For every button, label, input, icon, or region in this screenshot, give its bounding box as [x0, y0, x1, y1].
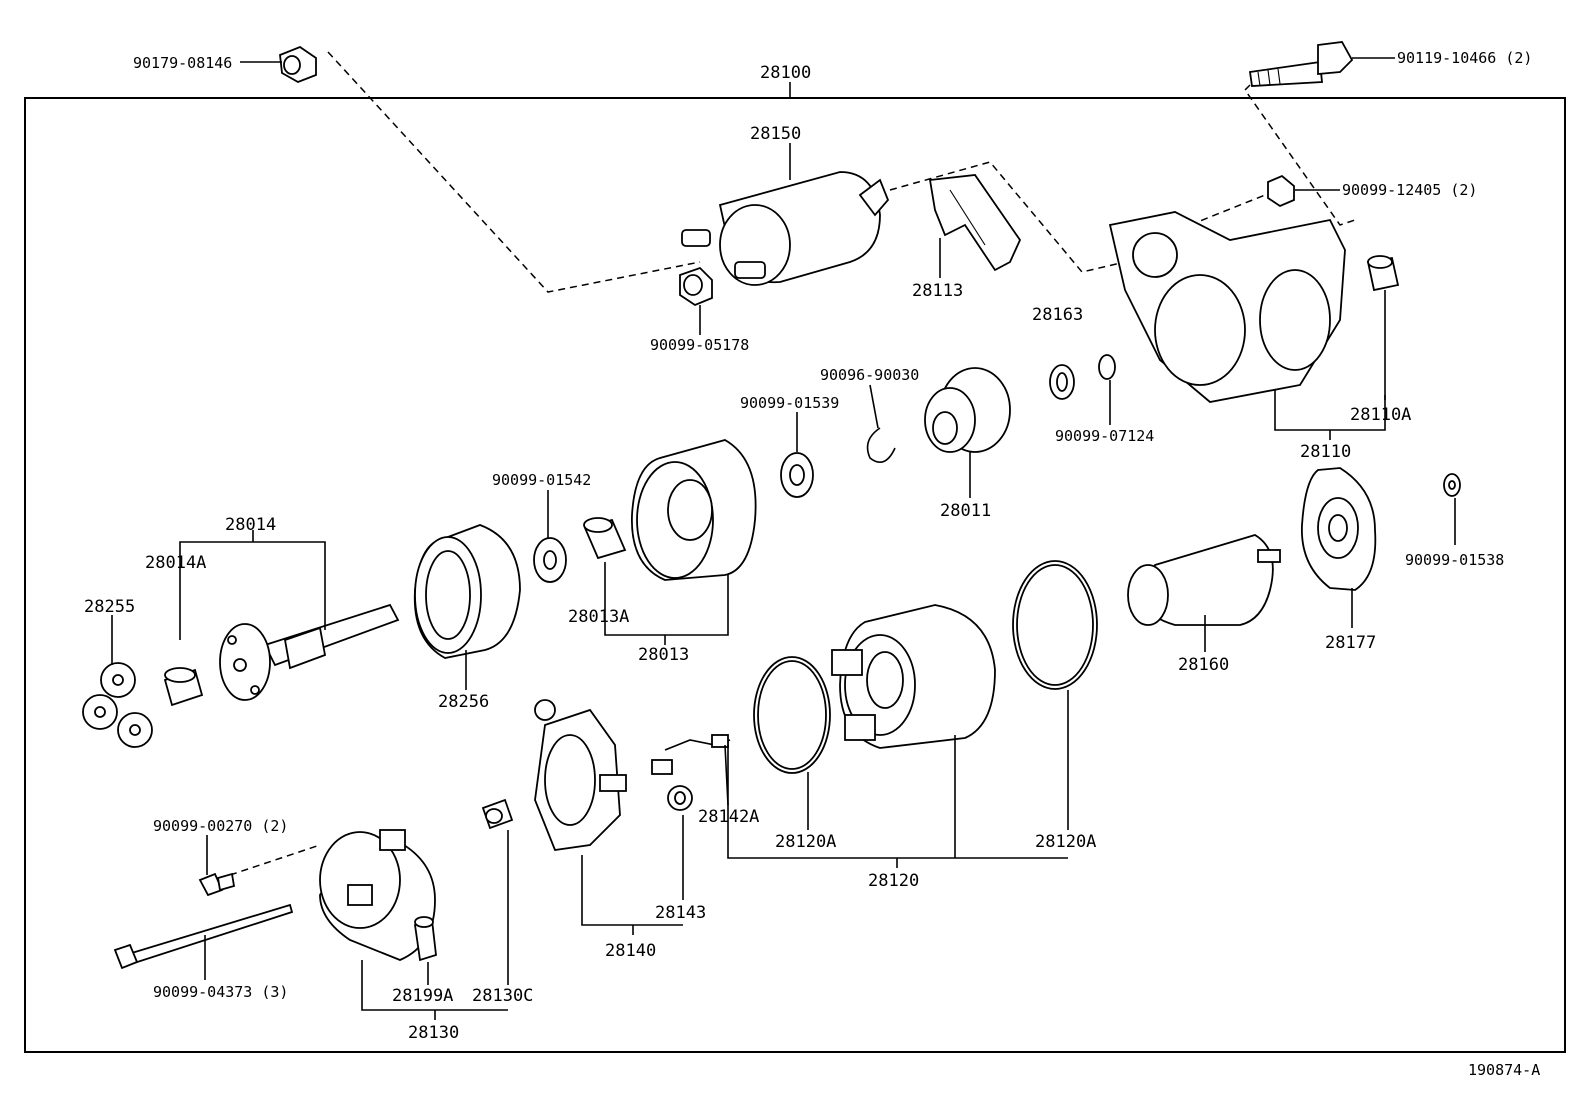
brush-lead-28142A [651, 734, 731, 775]
bushing-28110A [1366, 255, 1400, 292]
label-90099-04373: 90099-04373 (3) [153, 983, 288, 1001]
label-28110A: 28110A [1350, 405, 1411, 425]
clip-90096-90030 [866, 427, 896, 464]
label-28256: 28256 [438, 692, 489, 712]
end-frame-28130 [319, 829, 436, 961]
label-28160: 28160 [1178, 655, 1229, 675]
label-28120A-right: 28120A [1035, 832, 1096, 852]
label-90179-08146: 90179-08146 [133, 54, 232, 72]
nut-90099-05178 [679, 266, 713, 307]
label-28100: 28100 [760, 63, 811, 83]
label-28150: 28150 [750, 124, 801, 144]
label-90099-01539: 90099-01539 [740, 394, 839, 412]
label-28113: 28113 [912, 281, 963, 301]
assembly-frame [24, 97, 1566, 1053]
nut-90099-12405 [1267, 174, 1295, 208]
label-90096-90030: 90096-90030 [820, 366, 919, 384]
label-28120: 28120 [868, 871, 919, 891]
bushing-28013A [583, 517, 627, 560]
o-ring-28120A-left [753, 656, 831, 774]
washer-90099-01538 [1443, 473, 1461, 497]
label-28143: 28143 [655, 903, 706, 923]
armature-28160 [1127, 534, 1281, 626]
dashed-line-nut [1189, 194, 1266, 226]
label-90099-00270: 90099-00270 (2) [153, 817, 288, 835]
label-28013A: 28013A [568, 607, 629, 627]
shell-28013 [631, 439, 757, 581]
label-28011: 28011 [940, 501, 991, 521]
label-28013: 28013 [638, 645, 689, 665]
end-cover-28177 [1301, 467, 1377, 591]
label-28199A: 28199A [392, 986, 453, 1006]
label-28142A: 28142A [698, 807, 759, 827]
brush-holder-28140 [534, 699, 627, 851]
label-28120A-left: 28120A [775, 832, 836, 852]
label-28014: 28014 [225, 515, 276, 535]
solenoid-28150 [681, 171, 890, 286]
label-90099-05178: 90099-05178 [650, 336, 749, 354]
label-28163: 28163 [1032, 305, 1083, 325]
screw-90099-00270 [198, 872, 236, 897]
label-90119-10466: 90119-10466 (2) [1397, 49, 1532, 67]
bracket-28113 [928, 174, 1022, 272]
dashed-line-top-right [1244, 84, 1356, 226]
figure-id: 190874-A [1468, 1061, 1540, 1079]
clutch-28011 [924, 367, 1011, 453]
label-90099-12405: 90099-12405 (2) [1342, 181, 1477, 199]
washer-90099-01539 [780, 452, 814, 498]
planetary-gears-28255 [82, 662, 153, 748]
through-bolt-90099-04373 [113, 903, 294, 970]
washer-90099-01542 [533, 537, 567, 583]
nut-90179-08146 [279, 45, 317, 83]
bolt-90119-10466 [1248, 41, 1354, 87]
dashed-line-top-left [327, 51, 701, 293]
label-28014A: 28014A [145, 553, 206, 573]
label-28130: 28130 [408, 1023, 459, 1043]
plug-28199A [413, 916, 437, 962]
label-28110: 28110 [1300, 442, 1351, 462]
housing-28110 [1108, 211, 1346, 403]
internal-gear-28256 [413, 524, 521, 659]
dashed-line-screw [229, 844, 321, 876]
yoke-28120 [831, 604, 996, 749]
label-28177: 28177 [1325, 633, 1376, 653]
label-28255: 28255 [84, 597, 135, 617]
shaft-28014 [219, 603, 400, 701]
label-28140: 28140 [605, 941, 656, 961]
snap-ring-90099-07124 [1098, 354, 1116, 380]
spring-28143 [667, 785, 693, 811]
label-90099-01538: 90099-01538 [1405, 551, 1504, 569]
dashed-line-solenoid-bracket [889, 161, 1126, 273]
bushing-28130C [481, 798, 514, 830]
o-ring-28120A-right [1012, 560, 1098, 690]
washer-28163 [1049, 364, 1075, 400]
bushing-28014A [163, 667, 204, 707]
label-90099-07124: 90099-07124 [1055, 427, 1154, 445]
label-28130C: 28130C [472, 986, 533, 1006]
label-90099-01542: 90099-01542 [492, 471, 591, 489]
